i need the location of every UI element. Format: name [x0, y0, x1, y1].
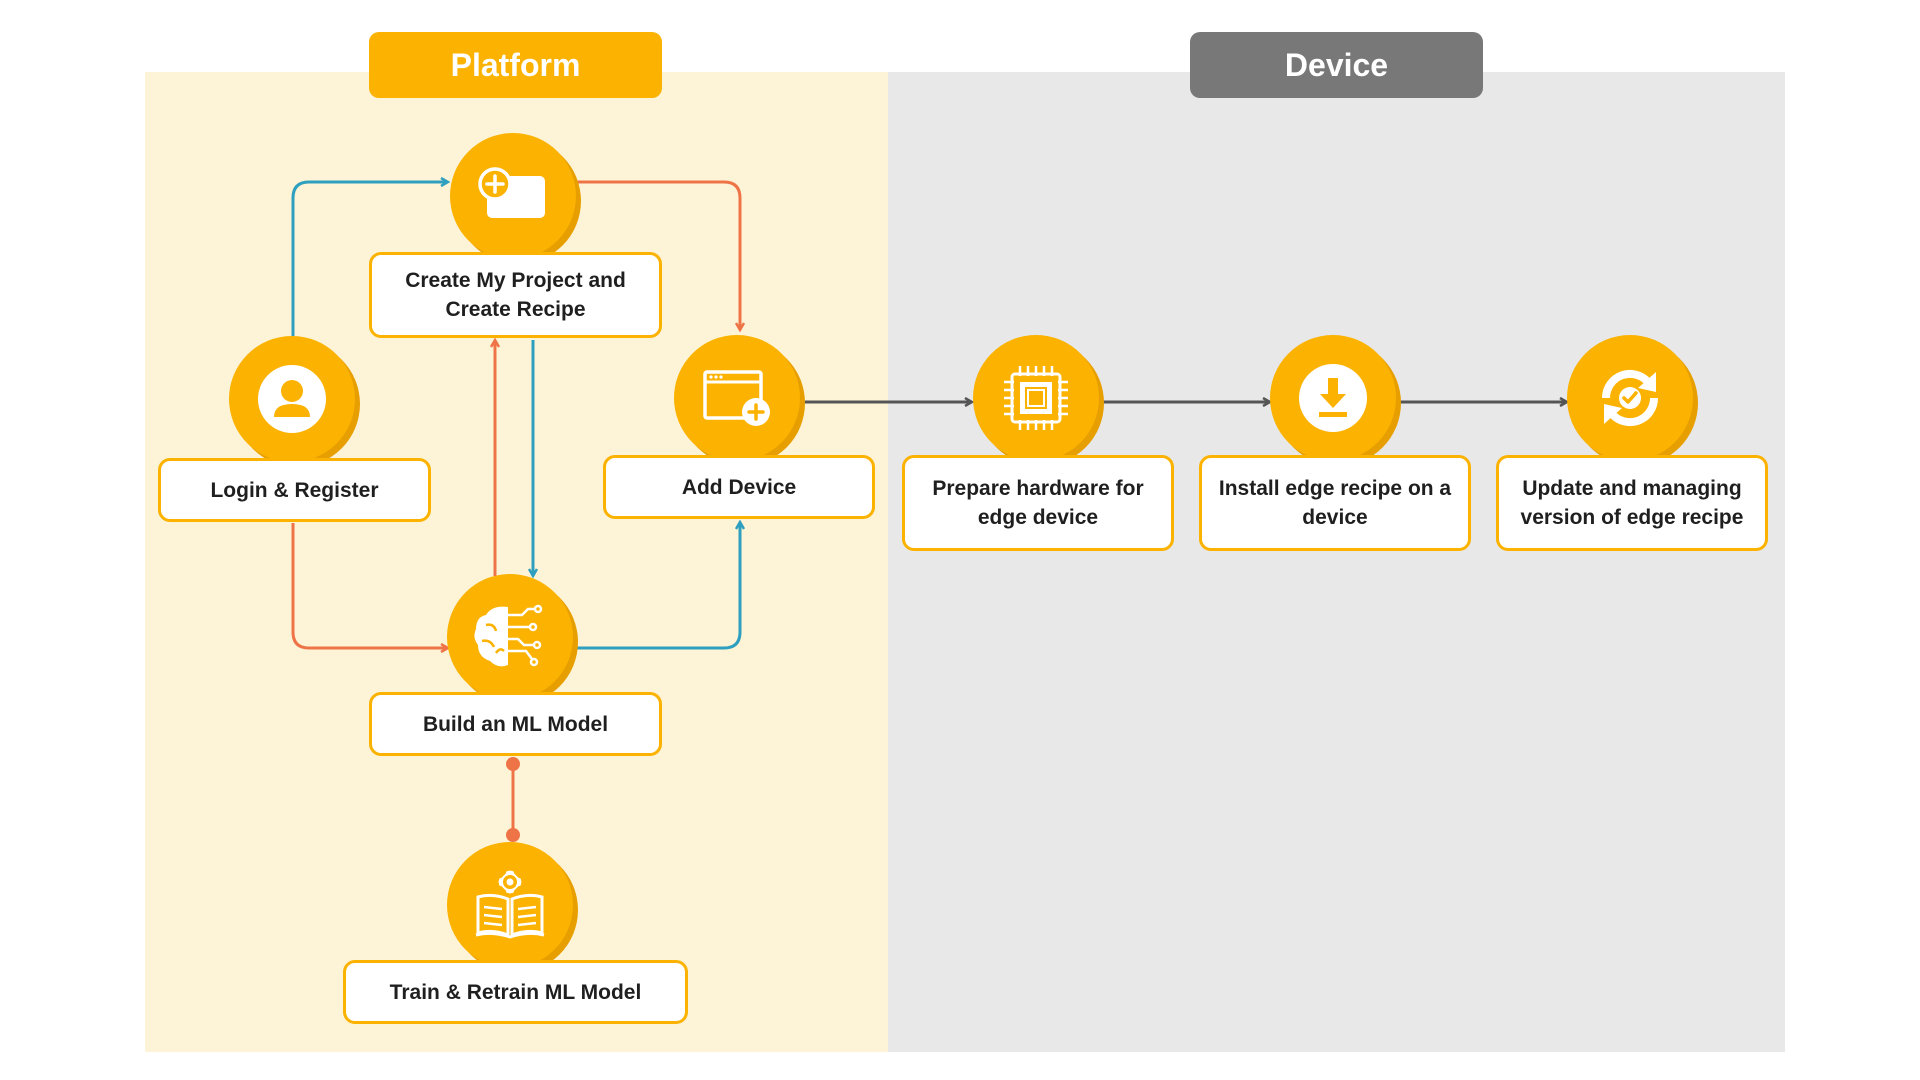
arrow-project-to-device	[575, 180, 740, 330]
prepare-hardware-label: Prepare hardware for edge device	[902, 455, 1174, 551]
arrow-model-to-device	[575, 522, 740, 650]
install-recipe-node	[1270, 335, 1396, 461]
brain-circuit-icon	[474, 604, 543, 667]
add-project-icon	[478, 167, 545, 218]
chip-icon	[1004, 366, 1068, 430]
download-icon	[1299, 364, 1367, 432]
device-section-title: Device	[1190, 32, 1483, 98]
build-model-node	[447, 574, 573, 700]
create-project-node	[450, 133, 576, 259]
prepare-hardware-node	[973, 335, 1099, 461]
train-model-node	[447, 842, 573, 968]
login-label: Login & Register	[158, 458, 431, 522]
book-gear-icon	[475, 870, 545, 939]
arrow-login-to-model	[291, 523, 448, 648]
build-model-label: Build an ML Model	[369, 692, 662, 756]
sync-check-icon	[1601, 369, 1659, 427]
login-node	[229, 336, 355, 462]
add-device-label: Add Device	[603, 455, 875, 519]
user-icon	[258, 365, 326, 433]
device-panel	[888, 72, 1785, 1052]
arrow-login-to-project	[291, 182, 448, 336]
install-recipe-label: Install edge recipe on a device	[1199, 455, 1471, 551]
platform-section-title: Platform	[369, 32, 662, 98]
update-version-label: Update and managing version of edge reci…	[1496, 455, 1768, 551]
create-project-label: Create My Project and Create Recipe	[369, 252, 662, 338]
update-version-node	[1567, 335, 1693, 461]
add-device-node	[674, 335, 800, 461]
train-model-label: Train & Retrain ML Model	[343, 960, 688, 1024]
add-window-icon	[703, 370, 770, 426]
